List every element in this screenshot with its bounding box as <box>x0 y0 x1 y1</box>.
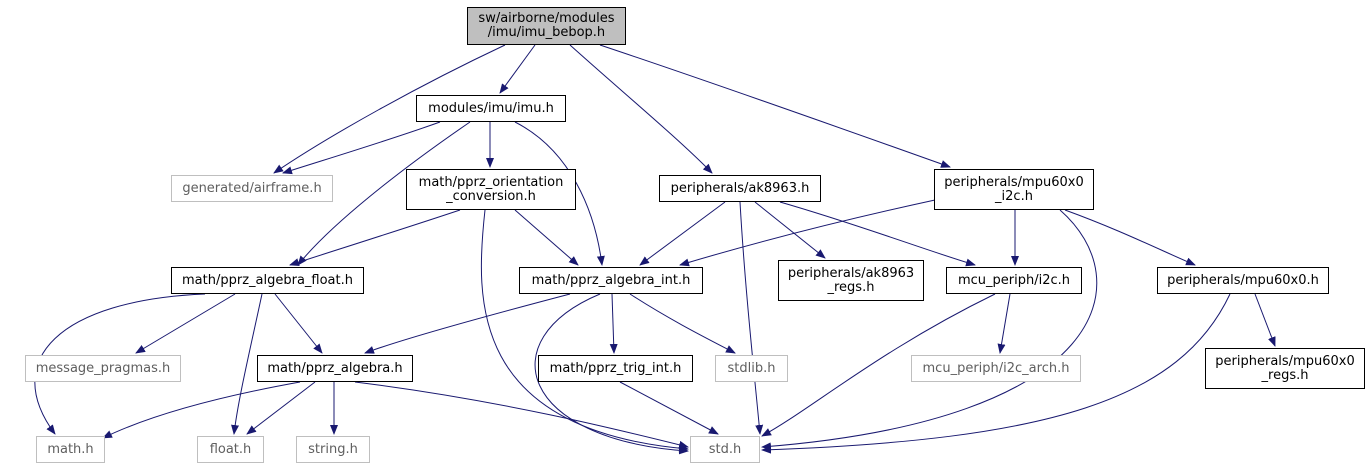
edge-algebra-float-to-math-h <box>34 293 206 435</box>
edge-imu-h-to-algebra-int <box>514 121 605 266</box>
node-float-h: float.h <box>197 436 264 463</box>
edge-algebra-float-to-message-pragmas <box>135 293 236 354</box>
edge-imu-bebop-to-airframe <box>273 44 506 174</box>
edge-orientation-to-std <box>480 209 689 453</box>
node-pprz-algebra-float[interactable]: math/pprz_algebra_float.h <box>171 267 364 294</box>
node-mpu60x0-i2c[interactable]: peripherals/mpu60x0 _i2c.h <box>934 169 1094 210</box>
edge-ak8963-to-ak8963-regs <box>754 201 826 259</box>
node-imu-bebop[interactable]: sw/airborne/modules /imu/imu_bebop.h <box>467 7 626 45</box>
node-imu-h[interactable]: modules/imu/imu.h <box>416 95 566 122</box>
node-airframe: generated/airframe.h <box>171 175 333 202</box>
node-mpu60x0[interactable]: peripherals/mpu60x0.h <box>1157 267 1329 294</box>
edge-orientation-to-algebra-float <box>289 209 461 267</box>
edge-mpu60x0-i2c-to-std <box>761 209 1098 451</box>
edge-mpu60x0-i2c-to-algebra-int <box>679 199 936 267</box>
node-orientation-conversion[interactable]: math/pprz_orientation _conversion.h <box>406 169 576 210</box>
node-string-h: string.h <box>296 436 370 463</box>
edge-algebra-int-to-algebra <box>364 293 571 354</box>
edge-mpu60x0-to-mpu60x0-regs <box>1254 293 1276 347</box>
node-stdlib: stdlib.h <box>715 355 788 382</box>
edge-imu-h-to-algebra-float <box>297 121 471 266</box>
node-std-h: std.h <box>690 436 760 463</box>
edge-algebra-to-math-h <box>102 381 301 439</box>
edge-algebra-float-to-algebra <box>274 293 323 354</box>
node-ak8963-regs[interactable]: peripherals/ak8963 _regs.h <box>778 260 924 301</box>
node-i2c[interactable]: mcu_periph/i2c.h <box>946 267 1082 294</box>
edge-ak8963-to-i2c <box>779 201 976 267</box>
edge-mpu60x0-to-std <box>761 293 1231 454</box>
node-i2c-arch: mcu_periph/i2c_arch.h <box>911 355 1081 382</box>
edge-algebra-int-to-trig-int <box>609 293 618 354</box>
edge-algebra-int-to-stdlib <box>629 293 736 354</box>
edge-imu-bebop-to-ak8963 <box>569 44 713 174</box>
edge-imu-bebop-to-mpu60x0-i2c <box>599 44 951 168</box>
edge-i2c-to-std <box>761 293 996 437</box>
edge-algebra-to-float-h <box>246 381 316 435</box>
edge-ak8963-to-algebra-int <box>639 201 726 266</box>
node-pprz-algebra[interactable]: math/pprz_algebra.h <box>257 355 413 382</box>
node-message-pragmas: message_pragmas.h <box>25 355 181 382</box>
edge-i2c-to-i2c-arch <box>997 293 1011 354</box>
edge-trig-int-to-std <box>619 381 719 435</box>
node-math-h: math.h <box>36 436 105 463</box>
node-ak8963[interactable]: peripherals/ak8963.h <box>659 175 821 202</box>
edge-imu-h-to-airframe <box>282 121 441 175</box>
edge-ak8963-to-std <box>739 201 764 435</box>
node-pprz-algebra-int[interactable]: math/pprz_algebra_int.h <box>519 267 703 294</box>
edge-algebra-int-to-std <box>534 293 689 455</box>
edge-mpu60x0-i2c-to-mpu60x0 <box>1064 209 1196 266</box>
edge-imu-bebop-to-imu-h <box>499 44 536 94</box>
edge-orientation-to-algebra-int <box>514 209 579 266</box>
node-pprz-trig-int[interactable]: math/pprz_trig_int.h <box>538 355 693 382</box>
edge-algebra-float-to-float-h <box>231 293 263 435</box>
edge-algebra-to-std <box>354 381 689 449</box>
node-mpu60x0-regs[interactable]: peripherals/mpu60x0 _regs.h <box>1205 348 1365 389</box>
